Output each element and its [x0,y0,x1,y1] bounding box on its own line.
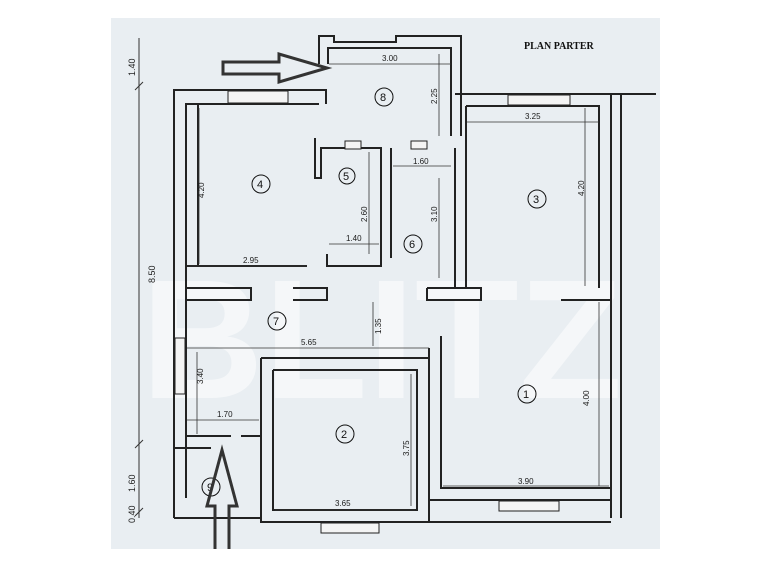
room-1-label: 1 [523,389,529,401]
room-6-label: 6 [409,239,415,251]
room-2-label: 2 [341,429,347,441]
dim-2-60: 2.60 [360,206,369,222]
dimension-lines [187,54,609,511]
dim-3-65: 3.65 [335,499,351,508]
left-dimension-line [134,38,144,518]
side-dim-bottom: 0.40 [127,505,137,523]
room-8-label: 8 [380,92,386,104]
side-dim-lower: 1.60 [127,474,137,492]
walls [173,35,656,523]
dim-5-65: 5.65 [301,338,317,347]
main-entry-arrow [205,444,239,549]
dim-3-40: 3.40 [196,368,205,384]
watermark: BLITZ [141,245,623,435]
windows [174,90,571,534]
dim-3-10: 3.10 [430,206,439,222]
room-7-label: 7 [273,316,279,328]
side-dim-total: 8.50 [147,265,157,283]
room-5-label: 5 [343,171,349,183]
room-3-label: 3 [533,194,539,206]
room-4-label: 4 [257,179,263,191]
floor-plan-svg: BLITZ PLAN PARTER 1.40 8.50 1.60 0.40 [127,35,656,549]
dim-2-25: 2.25 [430,88,439,104]
dim-4-20-room4: 4.20 [197,182,206,198]
dim-3-25: 3.25 [525,112,541,121]
dim-1-40: 1.40 [346,234,362,243]
room-markers [201,87,547,497]
dim-1-35: 1.35 [374,318,383,334]
dim-1-70: 1.70 [217,410,233,419]
floor-plan-sheet: BLITZ PLAN PARTER 1.40 8.50 1.60 0.40 [111,18,660,549]
dim-3-00: 3.00 [382,54,398,63]
dim-3-75: 3.75 [402,440,411,456]
terrace-entry-arrow [221,52,333,84]
dim-4-00: 4.00 [582,390,591,406]
dim-4-20-room3: 4.20 [577,180,586,196]
dim-3-90: 3.90 [518,477,534,486]
side-dim-top: 1.40 [127,58,137,76]
dim-1-60: 1.60 [413,157,429,166]
room-9-label: 9 [207,482,213,494]
plan-title: PLAN PARTER [524,41,595,52]
dim-2-95: 2.95 [243,256,259,265]
